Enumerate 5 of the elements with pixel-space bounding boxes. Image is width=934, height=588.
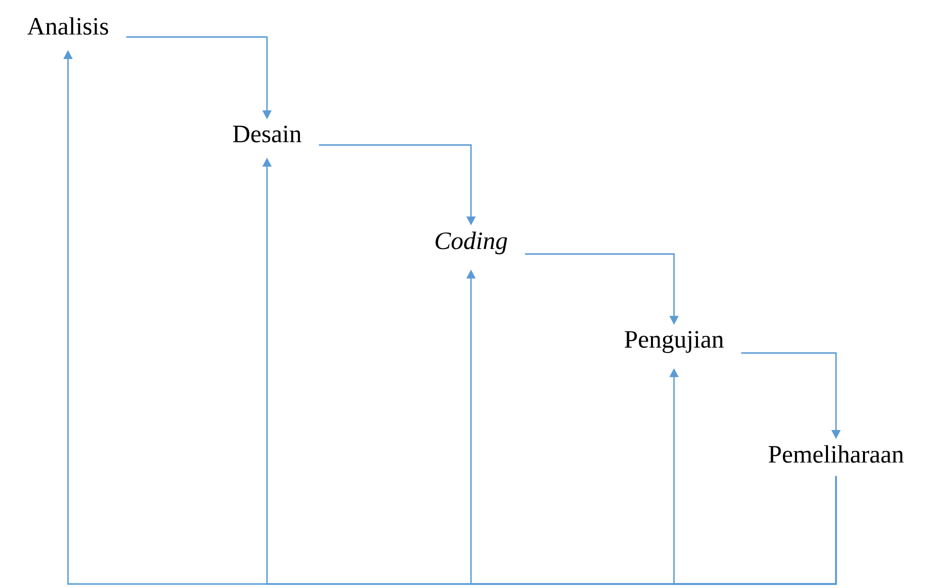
- stage-label: Desain: [233, 126, 302, 142]
- stage-label: Pengujian: [624, 331, 724, 353]
- stage-label: Coding: [436, 232, 508, 254]
- stage-label: Pemeliharaan: [768, 445, 904, 463]
- stage-label: Analisis: [27, 17, 108, 35]
